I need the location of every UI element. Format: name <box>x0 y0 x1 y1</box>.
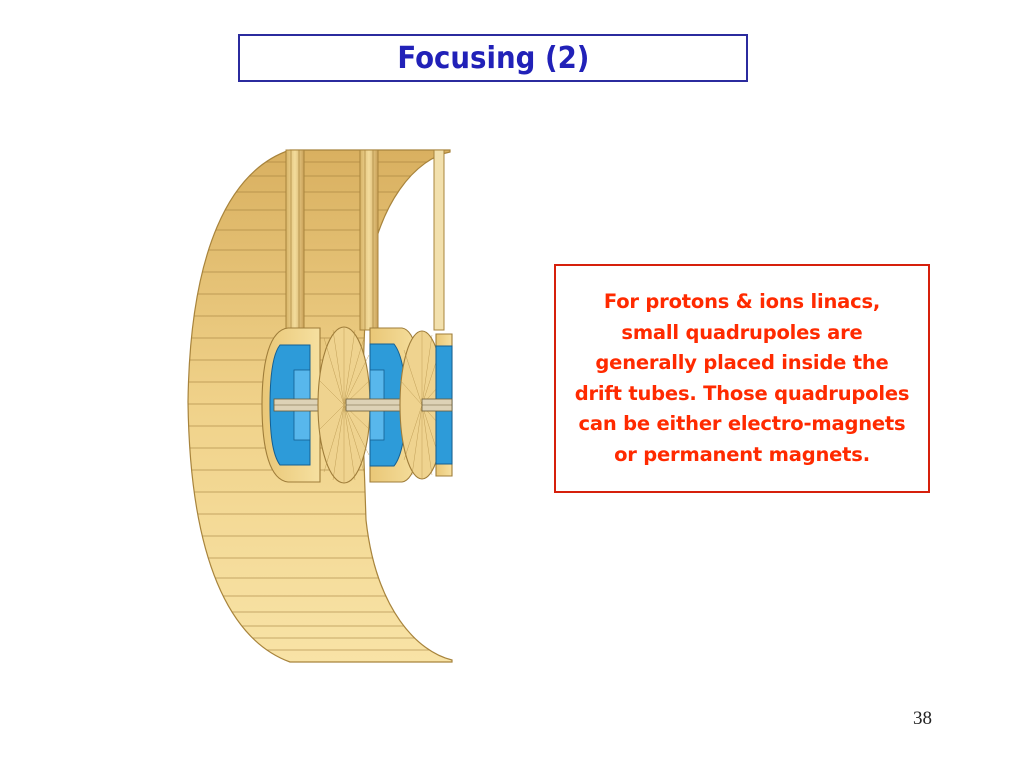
drift-tube-3 <box>399 330 453 480</box>
slide-title: Focusing (2) <box>396 40 590 76</box>
drift-tube-1 <box>261 327 321 483</box>
description-text: For protons & ions linacs, small quadrup… <box>574 290 910 466</box>
drift-tube-linac-illustration <box>187 149 453 663</box>
page-number: 38 <box>913 708 932 729</box>
drift-tube-stems <box>285 149 445 331</box>
description-box: For protons & ions linacs, small quadrup… <box>554 264 930 493</box>
title-box: Focusing (2) <box>238 34 748 82</box>
